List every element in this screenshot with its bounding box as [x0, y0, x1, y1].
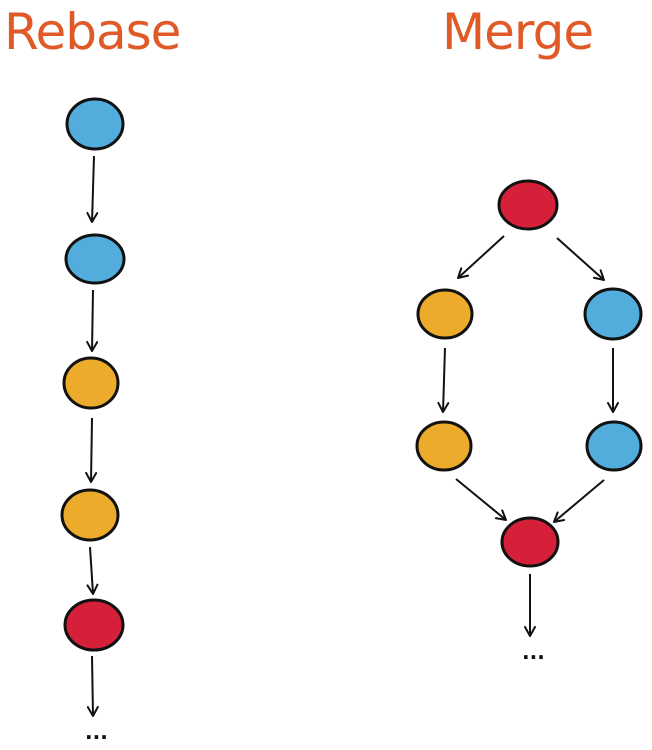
rebase-arrow-5 — [86, 655, 99, 717]
merge-diagram — [415, 179, 643, 637]
rebase-arrow-2 — [86, 289, 99, 352]
rebase-title: Rebase — [4, 3, 181, 61]
merge-left-commit-2-node — [415, 420, 473, 472]
rebase-commit-1 — [65, 97, 125, 151]
merge-arrow-right-to-merge — [553, 479, 605, 523]
rebase-arrow-4 — [86, 546, 99, 595]
rebase-diagram — [60, 97, 126, 717]
merge-right-commit-1-node — [583, 287, 643, 341]
rebase-commit-4-node — [60, 488, 120, 542]
merge-right-commit-2 — [585, 420, 643, 472]
merge-arrow-top-right — [556, 237, 605, 281]
rebase-arrow-3 — [85, 417, 98, 483]
merge-arrow-left-to-merge — [455, 478, 507, 521]
rebase-commit-5-node — [63, 598, 125, 652]
merge-title: Merge — [442, 3, 594, 61]
merge-right-commit-2-node — [585, 420, 643, 472]
rebase-arrow-1 — [86, 155, 99, 223]
rebase-commit-4 — [60, 488, 120, 542]
rebase-continuation: ... — [85, 720, 108, 744]
merge-left-commit-1 — [416, 288, 474, 340]
merge-top-commit-node — [497, 179, 559, 231]
merge-commit — [500, 516, 560, 568]
rebase-commit-3-node — [62, 356, 120, 410]
rebase-commit-2-node — [64, 233, 126, 285]
merge-left-commit-2 — [415, 420, 473, 472]
rebase-commit-1-node — [65, 97, 125, 151]
merge-left-commit-1-node — [416, 288, 474, 340]
rebase-commit-2 — [64, 233, 126, 285]
merge-right-commit-1 — [583, 287, 643, 341]
merge-continuation: ... — [522, 640, 545, 664]
merge-commit-node — [500, 516, 560, 568]
merge-arrow-top-left — [457, 235, 505, 279]
merge-arrow-left-branch — [437, 347, 450, 413]
rebase-commit-5 — [63, 598, 125, 652]
rebase-commit-3 — [62, 356, 120, 410]
merge-top-commit — [497, 179, 559, 231]
